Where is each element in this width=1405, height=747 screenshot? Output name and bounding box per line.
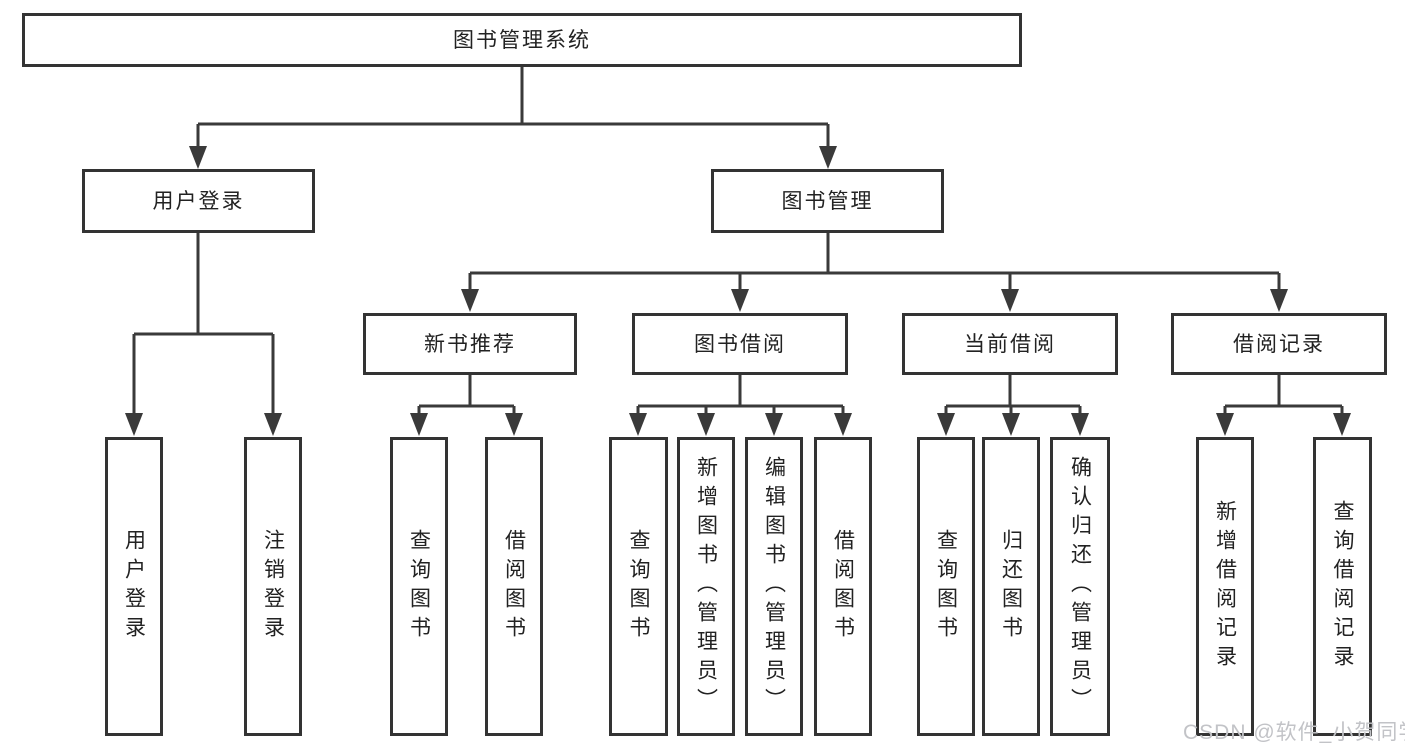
leaf-label: 查询借阅记录 xyxy=(1331,499,1354,674)
leaf-borrow-books: 借阅图书 xyxy=(814,437,872,736)
leaf-return-books: 归还图书 xyxy=(982,437,1040,736)
leaf-query-books-current: 查询图书 xyxy=(917,437,975,736)
leaf-label: 查询图书 xyxy=(934,528,958,645)
leaf-add-books-admin: 新增图书（管理员） xyxy=(677,437,735,736)
leaf-query-borrow-record: 查询借阅记录 xyxy=(1313,437,1372,736)
node-label: 当前借阅 xyxy=(964,332,1056,356)
node-label: 图书管理系统 xyxy=(453,28,591,52)
leaf-label: 查询图书 xyxy=(407,528,431,645)
leaf-query-books-recommend: 查询图书 xyxy=(390,437,448,736)
leaf-label: 用户登录 xyxy=(122,528,146,645)
node-current-borrowing: 当前借阅 xyxy=(902,313,1118,375)
leaf-logout: 注销登录 xyxy=(244,437,302,736)
node-label: 图书管理 xyxy=(781,189,874,213)
node-label: 用户登录 xyxy=(152,189,245,213)
leaf-borrow-books-recommend: 借阅图书 xyxy=(485,437,543,736)
leaf-label: 归还图书 xyxy=(999,528,1023,645)
node-user-login: 用户登录 xyxy=(82,169,315,233)
leaf-edit-books-admin: 编辑图书（管理员） xyxy=(745,437,803,736)
node-root-system: 图书管理系统 xyxy=(22,13,1022,67)
leaf-label: 注销登录 xyxy=(261,528,285,645)
leaf-label: 借阅图书 xyxy=(831,528,855,645)
node-new-book-recommendation: 新书推荐 xyxy=(363,313,577,375)
node-book-management: 图书管理 xyxy=(711,169,944,233)
leaf-label: 确认归还（管理员） xyxy=(1068,456,1092,717)
watermark: CSDN @软件_小贺同学 xyxy=(1183,721,1405,744)
leaf-user-login: 用户登录 xyxy=(105,437,163,736)
node-label: 图书借阅 xyxy=(694,332,786,356)
leaf-add-borrow-record: 新增借阅记录 xyxy=(1196,437,1254,736)
leaf-label: 借阅图书 xyxy=(502,528,526,645)
node-borrowing-records: 借阅记录 xyxy=(1171,313,1387,375)
leaf-confirm-return-admin: 确认归还（管理员） xyxy=(1050,437,1110,736)
leaf-label: 新增借阅记录 xyxy=(1213,499,1237,674)
node-label: 新书推荐 xyxy=(424,332,516,356)
leaf-label: 查询图书 xyxy=(627,528,650,645)
leaf-query-books-borrow: 查询图书 xyxy=(609,437,668,736)
node-book-borrowing: 图书借阅 xyxy=(632,313,848,375)
node-label: 借阅记录 xyxy=(1233,332,1325,356)
leaf-label: 编辑图书（管理员） xyxy=(762,456,786,717)
leaf-label: 新增图书（管理员） xyxy=(694,456,718,717)
